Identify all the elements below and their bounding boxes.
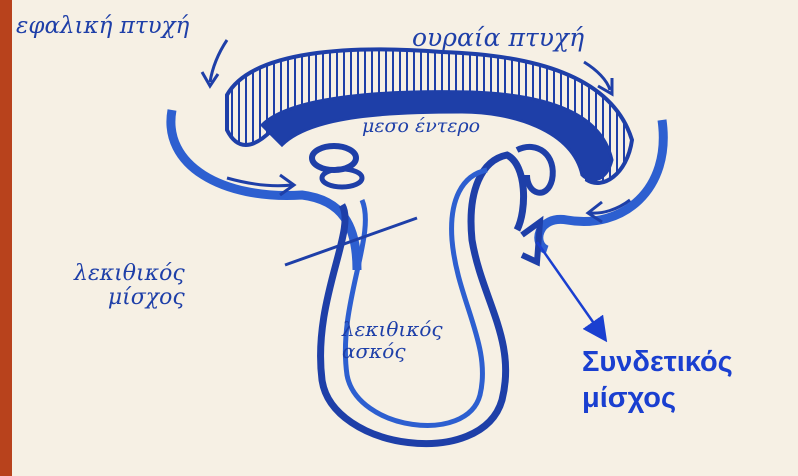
yolk-stalk-label: λεκιθικός μίσχος bbox=[74, 262, 185, 310]
yolk-sac-label: λεκιθικός ασκός bbox=[342, 318, 443, 362]
head-fold-label: εφαλική πτυχή bbox=[16, 14, 189, 39]
foregut-coil bbox=[312, 146, 356, 170]
connecting-stalk-pointer bbox=[537, 242, 600, 332]
midgut-label: μεσο έντερο bbox=[362, 116, 480, 137]
tail-fold-label: ουραία πτυχή bbox=[412, 24, 584, 52]
diagram-canvas: εφαλική πτυχή ουραία πτυχή μεσο έντερο λ… bbox=[12, 0, 798, 476]
yolk-sac-inner bbox=[345, 170, 487, 425]
connecting-stalk-label: Συνδετικός μίσχος bbox=[582, 344, 733, 417]
